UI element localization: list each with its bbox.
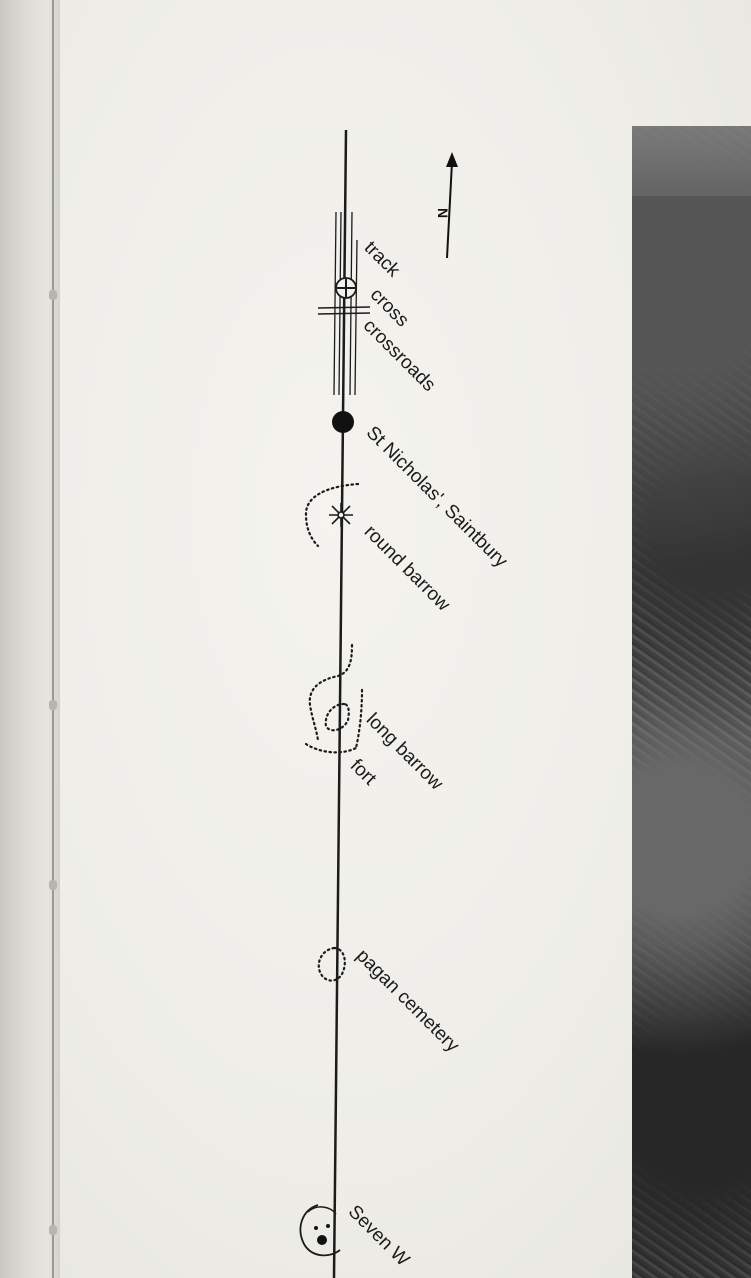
track-lines <box>333 211 358 396</box>
binding-stitch <box>49 700 57 710</box>
fort-ditch <box>304 688 364 754</box>
ley-line <box>332 129 348 1278</box>
binding-stitch <box>49 1225 57 1235</box>
aerial-photograph <box>632 126 751 1278</box>
gutter-fold <box>52 0 54 1278</box>
round-barrow-star-icon <box>329 503 353 527</box>
north-letter: N <box>435 207 452 219</box>
photograph-sky <box>632 126 751 196</box>
round-barrow-earthwork <box>304 482 360 548</box>
church-dot-icon <box>332 411 354 433</box>
book-gutter <box>0 0 60 1278</box>
north-arrow-icon <box>446 152 458 259</box>
cross-icon <box>335 277 357 299</box>
pagan-cemetery-earthwork <box>317 946 346 982</box>
fort-earthwork <box>308 643 354 742</box>
crossroads-symbol <box>317 306 371 315</box>
binding-stitch <box>49 880 57 890</box>
binding-stitch <box>49 290 57 300</box>
seven-wells-symbol <box>299 1204 341 1257</box>
long-barrow-earthwork <box>324 702 350 732</box>
